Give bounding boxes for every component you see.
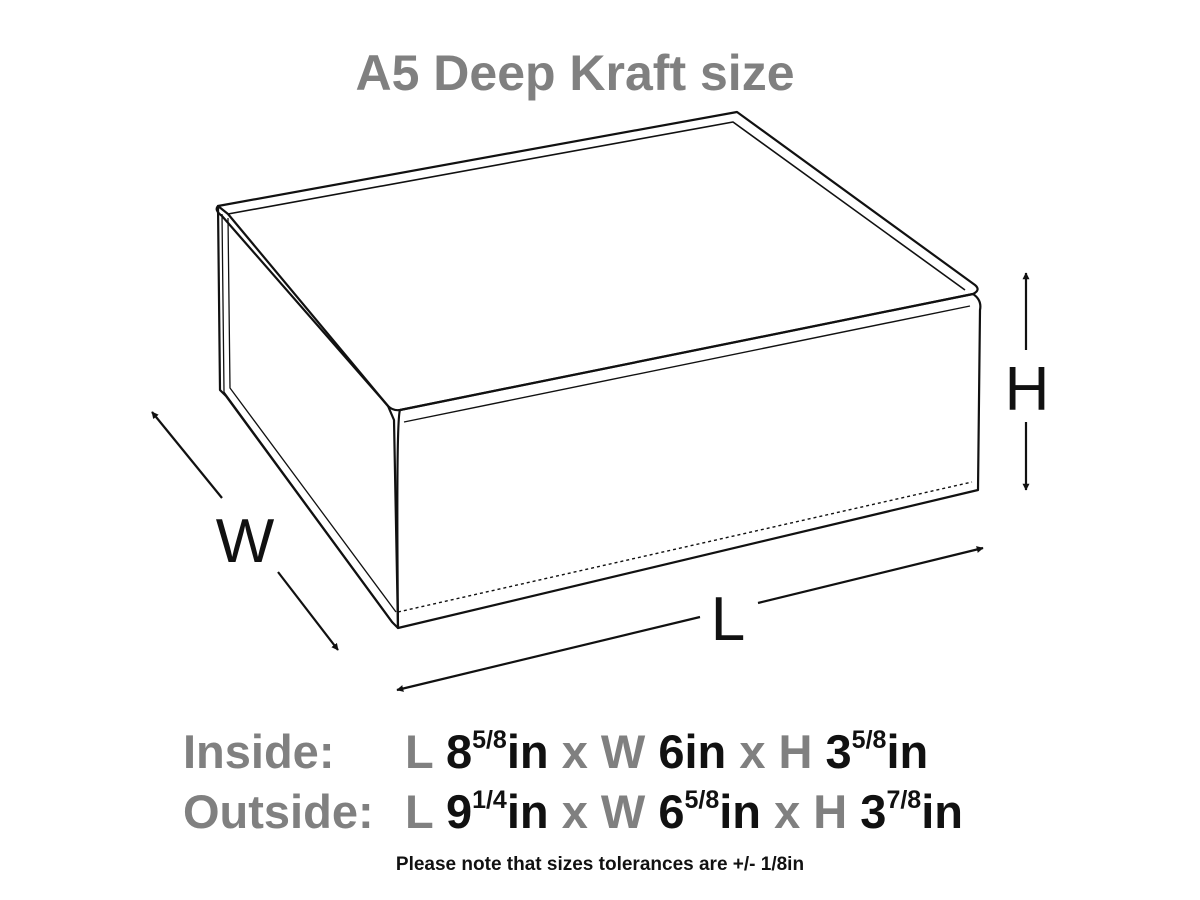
box-left-inner-line — [221, 213, 395, 625]
outside-width-letter: W — [600, 785, 646, 838]
gift-box-outline — [215, 110, 982, 630]
length-label: L — [711, 585, 745, 654]
box-front-inner-line — [403, 305, 971, 423]
inside-label: Inside: — [183, 725, 335, 778]
outside-length-letter: L — [405, 785, 433, 838]
length-arrow-right — [757, 546, 984, 605]
inside-separator-2: x — [739, 725, 766, 778]
box-front-face — [396, 292, 982, 630]
width-label: W — [216, 507, 275, 576]
box-lid-edge — [227, 121, 966, 291]
inside-length-value: 85/8in — [445, 725, 549, 778]
diagram-title: A5 Deep Kraft size — [355, 45, 795, 101]
box-left-inner-line-2 — [227, 217, 397, 613]
tolerance-note: Please note that sizes tolerances are +/… — [395, 854, 805, 875]
box-left-face — [216, 204, 400, 630]
height-label: H — [1005, 355, 1050, 424]
inside-height-letter: H — [778, 725, 813, 778]
height-dimension: H — [1005, 272, 1050, 491]
inside-width-letter: W — [600, 725, 646, 778]
outside-height-letter: H — [813, 785, 848, 838]
width-dimension: W — [151, 411, 339, 651]
outside-dimensions-row: Outside: L 91/4in x W 65/8in x H 37/8in — [183, 785, 963, 838]
outside-length-value: 91/4in — [445, 785, 549, 838]
width-arrow-upper — [151, 411, 223, 499]
outside-separator-1: x — [561, 785, 588, 838]
outside-width-value: 65/8in — [658, 785, 762, 838]
inside-dimensions-row: Inside: L 85/8in x W 6in x H 35/8in — [183, 725, 929, 778]
outside-height-value: 37/8in — [860, 785, 963, 838]
inside-length-letter: L — [405, 725, 433, 778]
length-dimension: L — [396, 546, 984, 692]
outside-separator-2: x — [774, 785, 801, 838]
length-arrow-left — [396, 615, 701, 692]
inside-height-value: 35/8in — [825, 725, 929, 778]
outside-label: Outside: — [183, 785, 374, 838]
inside-separator-1: x — [561, 725, 588, 778]
inside-width-value: 6in — [658, 725, 727, 778]
box-bottom-dotted-edge — [397, 481, 973, 613]
box-top-face — [215, 110, 979, 412]
width-arrow-lower — [277, 571, 339, 651]
